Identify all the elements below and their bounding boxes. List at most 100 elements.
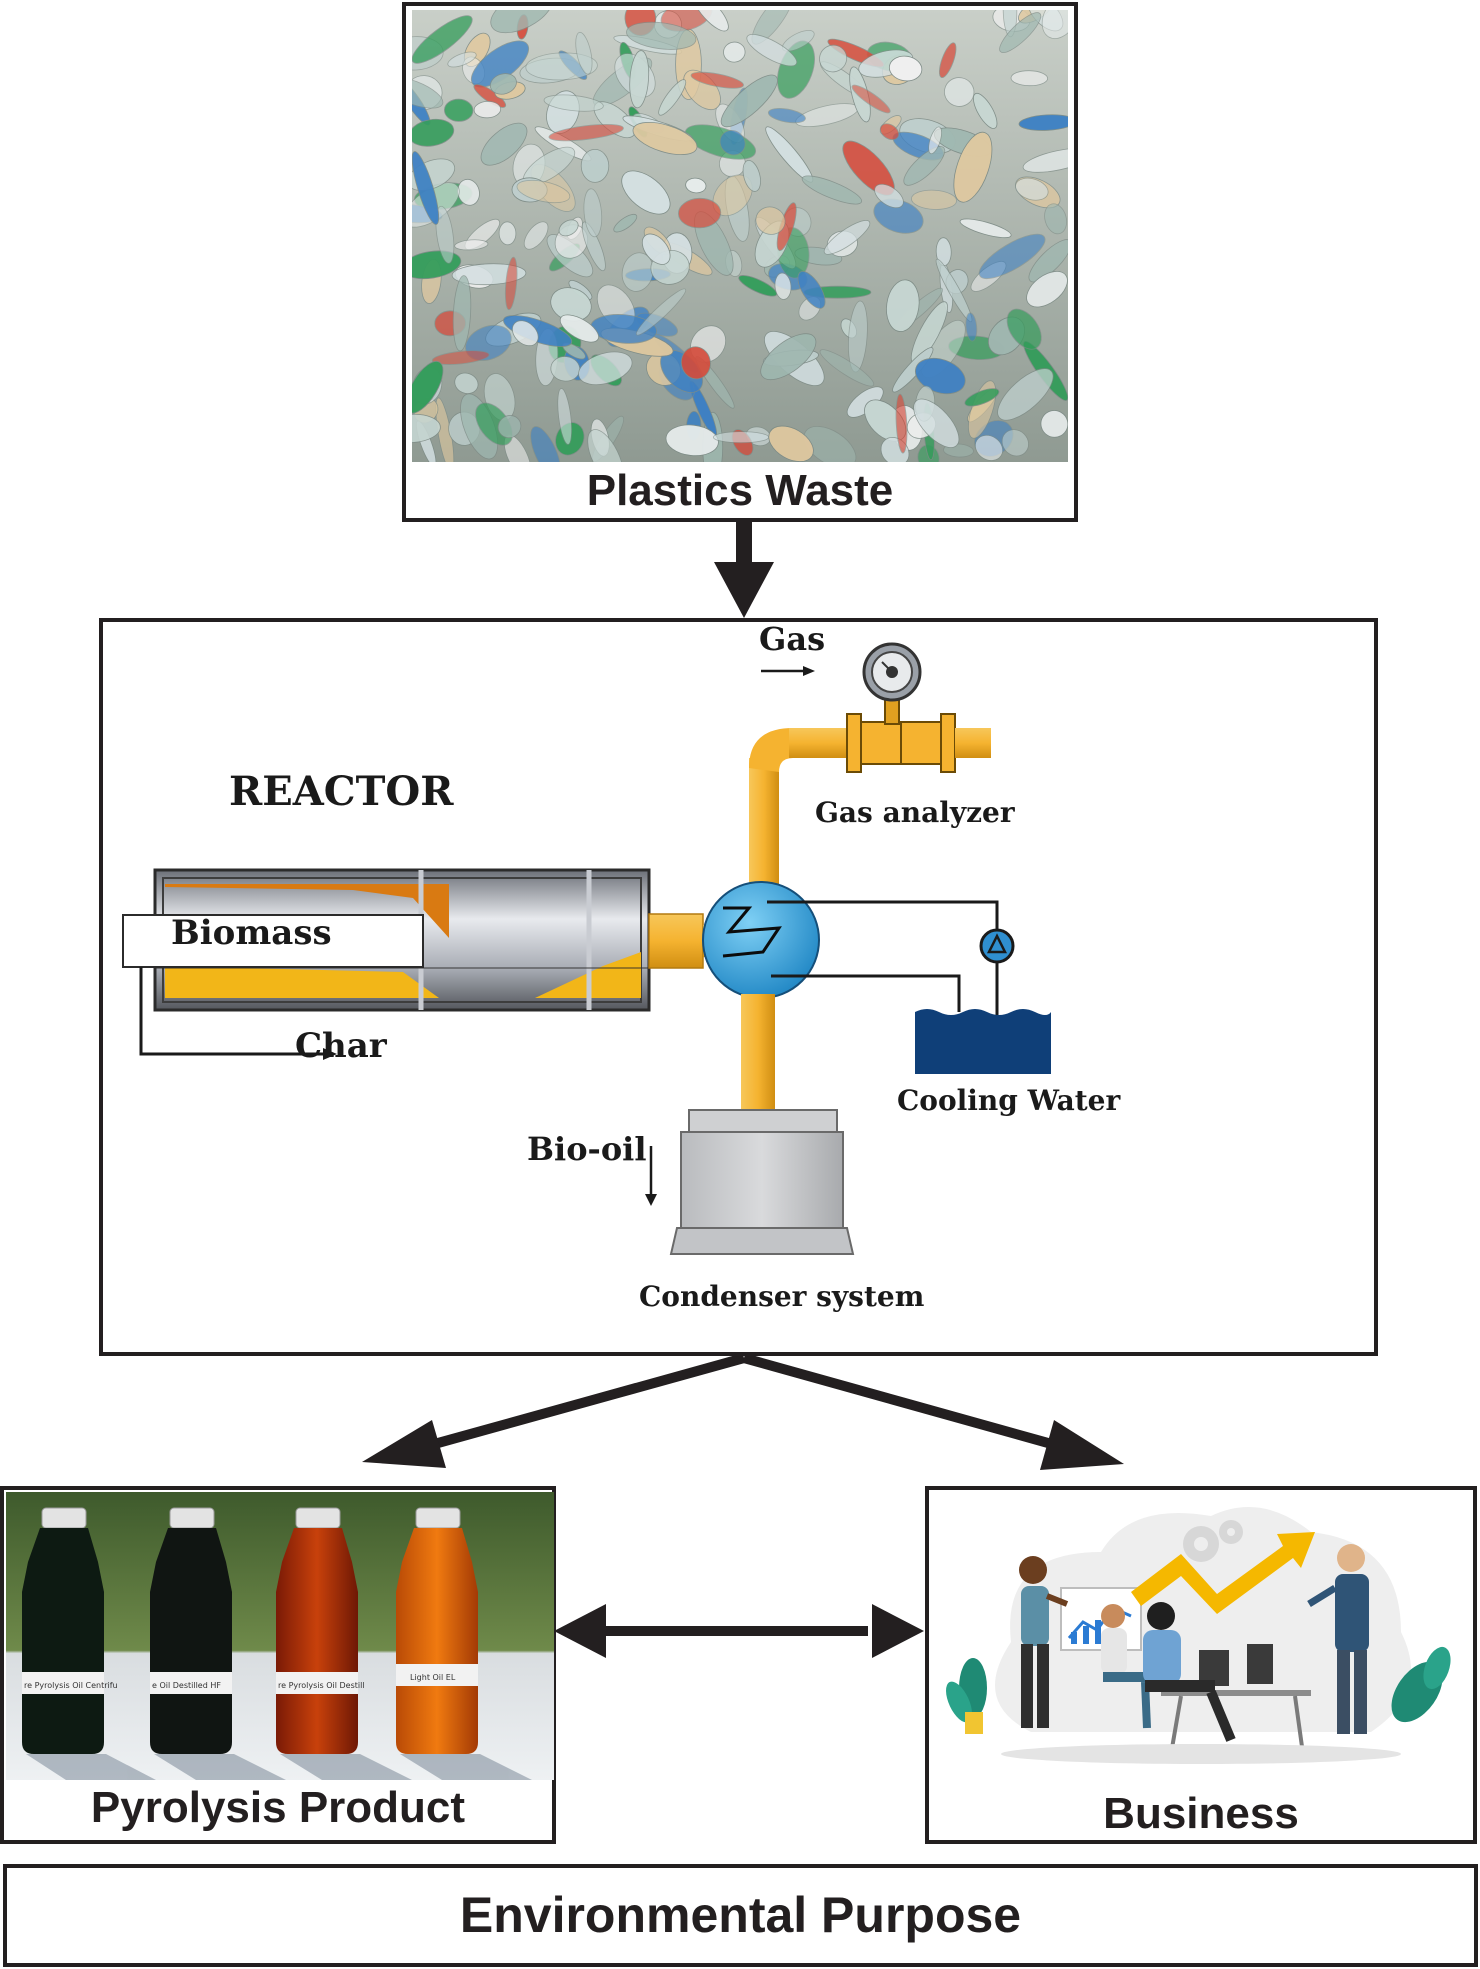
reactor-panel: REACTOR Biomass Char Gas Gas analyzer Co… — [99, 618, 1378, 1356]
plastic-bottle-shape — [412, 76, 444, 109]
condenser-system-label: Condenser system — [639, 1280, 925, 1313]
plastic-bottle-shape — [1044, 203, 1068, 235]
plastic-bottle-shape — [575, 31, 593, 75]
plastic-bottle-shape — [803, 425, 857, 462]
plastic-bottle-shape — [738, 275, 778, 297]
reactor-diagram — [122, 642, 1051, 1255]
plastic-bottle-shape — [755, 206, 786, 235]
plastic-bottle-shape — [444, 98, 474, 122]
plastic-bottle-shape — [480, 122, 528, 166]
plastic-bottle-shape — [548, 123, 624, 142]
plastic-bottle-shape — [959, 218, 1012, 239]
plastic-bottle-shape — [1015, 177, 1049, 201]
plastic-bottle-shape — [626, 21, 697, 50]
plastic-bottle-shape — [895, 393, 908, 454]
plastic-bottle-shape — [665, 424, 719, 457]
plastic-bottle-shape — [497, 415, 522, 439]
arrow-reactor-to-business — [742, 1353, 1124, 1470]
gas-flow-arrow — [761, 666, 815, 676]
plastic-bottle-shape — [580, 149, 610, 183]
plastic-bottle-shape — [903, 146, 946, 186]
plastic-bottle-shape — [888, 55, 923, 82]
plastic-bottle-shape — [658, 79, 687, 116]
business-panel: Business — [925, 1486, 1477, 1844]
gas-analyzer-gauge-icon — [862, 642, 922, 702]
environmental-purpose-banner: Environmental Purpose — [3, 1864, 1478, 1967]
plastic-bottle-shape — [613, 213, 638, 233]
pump-icon — [979, 928, 1015, 964]
plastic-bottle-shape — [953, 131, 993, 203]
condenser-vessel — [702, 881, 820, 999]
plastic-bottle-shape — [511, 320, 539, 347]
plastic-bottle-shape — [723, 41, 746, 63]
plastic-bottle-shape — [712, 431, 769, 444]
condenser-system — [669, 1109, 855, 1255]
plastic-bottle-shape — [1001, 429, 1029, 457]
person-working-icon — [1143, 1602, 1236, 1742]
plastic-bottle-shape — [944, 77, 975, 107]
bottle-label-1: re Pyrolysis Oil Centrifu — [24, 1681, 118, 1690]
plastic-bottle-shape — [498, 221, 517, 246]
plastic-bottle-shape — [973, 92, 998, 129]
plastic-bottle-shape — [886, 279, 920, 332]
plastic-bottle-shape — [938, 42, 957, 79]
plastic-bottle-shape — [629, 50, 650, 109]
biomass-label-box — [122, 914, 424, 968]
plastic-bottle-shape — [530, 426, 561, 462]
cooling-water-loop — [767, 900, 999, 1016]
bottle-label-2: e Oil Destilled HF — [152, 1681, 221, 1690]
plastic-bottle-shape — [412, 15, 473, 64]
business-illustration — [931, 1492, 1471, 1788]
plastic-bottle-shape — [557, 388, 573, 445]
bio-oil-arrow — [645, 1146, 657, 1206]
plastic-bottle-shape — [965, 312, 978, 342]
plastic-bottle-shape — [819, 349, 875, 387]
person-manager-icon — [1307, 1544, 1369, 1734]
plastic-bottle-shape — [742, 160, 761, 192]
plastic-bottle-shape — [978, 233, 1046, 280]
plastic-bottle-shape — [1040, 410, 1068, 438]
bottle-2 — [150, 1507, 232, 1754]
plastic-bottle-shape — [999, 12, 1042, 53]
bottle-label-4: Light Oil EL — [410, 1673, 456, 1682]
plastic-bottle-shape — [851, 84, 891, 114]
pyrolysis-product-caption: Pyrolysis Product — [90, 1783, 466, 1832]
plastic-bottle-shape — [797, 271, 826, 309]
plastic-bottle-shape — [693, 10, 729, 32]
plastic-bottle-shape — [412, 413, 441, 443]
plastic-bottle-shape — [635, 288, 687, 336]
plastic-bottle-shape — [819, 44, 848, 73]
bottle-label-3: re Pyrolysis Oil Destill — [278, 1681, 365, 1690]
cooling-water-label: Cooling Water — [897, 1084, 1121, 1117]
pipe-to-condenser — [741, 994, 775, 1114]
gas-analyzer-valve — [846, 697, 991, 773]
plastic-bottle-shape — [801, 175, 863, 205]
plastic-bottle-shape — [435, 205, 455, 264]
plastic-bottle-shape — [746, 34, 798, 67]
plastic-bottle-shape — [678, 197, 722, 229]
chart-board-icon — [1060, 1587, 1142, 1651]
plastic-bottle-shape — [558, 219, 579, 237]
person-presenter-icon — [1019, 1556, 1069, 1728]
plastic-bottle-shape — [578, 351, 633, 386]
plastic-bottle-shape — [774, 272, 792, 300]
plastic-bottle-shape — [454, 239, 489, 251]
plastic-bottle-shape — [767, 108, 806, 124]
plastic-bottle-shape — [543, 94, 604, 112]
plastic-bottle-shape — [879, 123, 900, 141]
plastic-bottle-shape — [632, 122, 698, 155]
plastic-bottle-shape — [621, 170, 671, 215]
plastic-bottle-shape — [587, 429, 624, 462]
plastics-waste-caption: Plastics Waste — [586, 466, 894, 515]
plastic-bottle-shape — [412, 360, 444, 414]
pipe-gas-line — [789, 728, 853, 758]
plastic-bottle-shape — [412, 151, 440, 225]
plastic-bottle-shape — [1028, 239, 1068, 283]
bio-oil-label: Bio-oil — [527, 1130, 647, 1168]
plastic-bottle-shape — [928, 126, 942, 155]
plastic-bottle-shape — [760, 333, 817, 381]
pyrolysis-bottles-photo: re Pyrolysis Oil Centrifu e Oil Destille… — [6, 1492, 554, 1780]
plastics-waste-photo — [412, 10, 1068, 462]
plastic-bottle-shape — [504, 256, 518, 311]
